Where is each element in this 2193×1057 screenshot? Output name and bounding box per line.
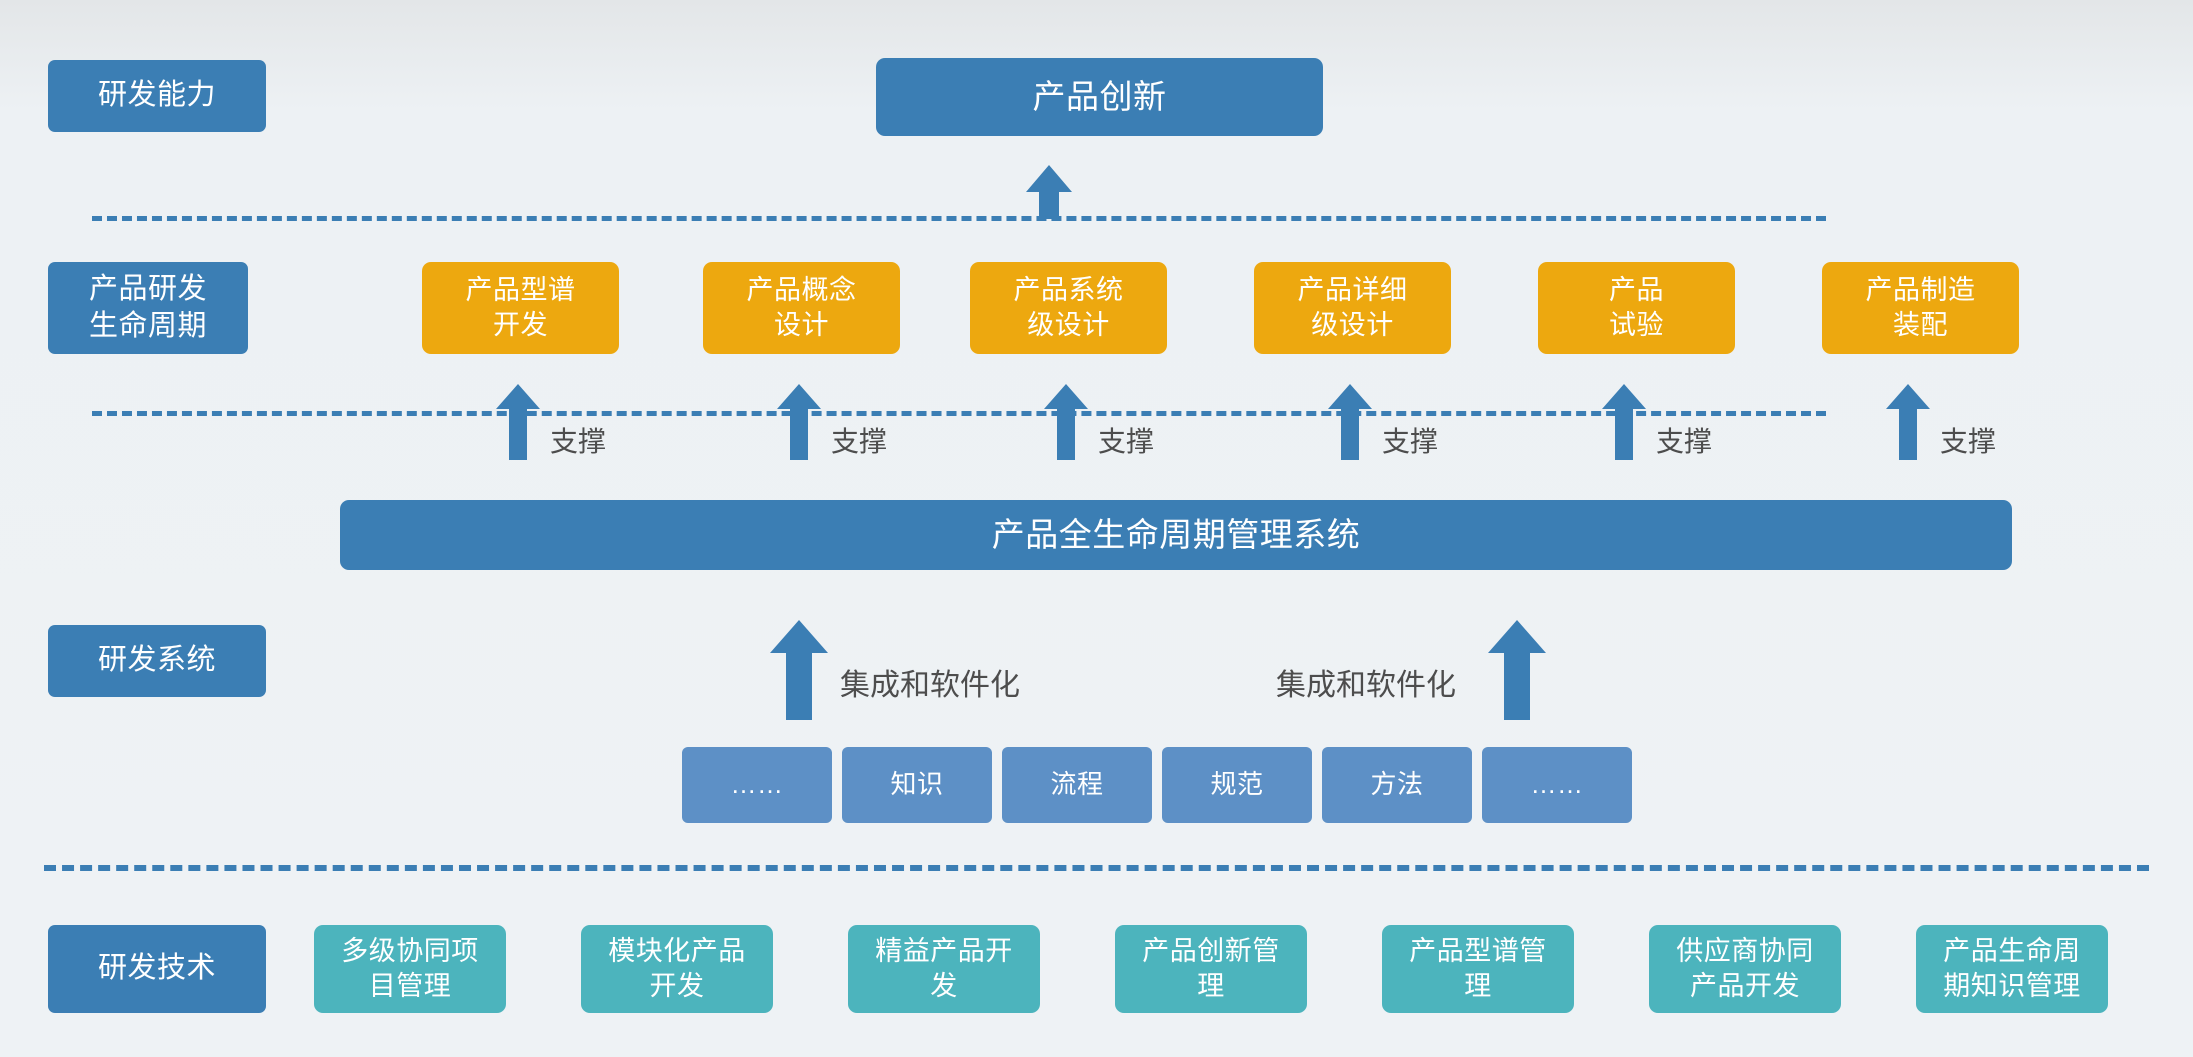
phase-box-2: 产品概念 设计: [703, 262, 900, 354]
technology-box-6: 供应商协同 产品开发: [1649, 925, 1841, 1013]
asset-box-4: 规范: [1162, 747, 1312, 823]
technology-box-1: 多级协同项 目管理: [314, 925, 506, 1013]
asset-box-1: ……: [682, 747, 832, 823]
technology-box-3: 精益产品开 发: [848, 925, 1040, 1013]
support-arrow-4: [1328, 384, 1372, 460]
arrow-up-to-innovation: [1026, 165, 1072, 219]
support-caption-6: 支撑: [1940, 426, 1997, 457]
support-arrow-2: [777, 384, 821, 460]
divider-line-bottom: [44, 865, 2149, 871]
support-caption-3: 支撑: [1098, 426, 1155, 457]
asset-box-3: 流程: [1002, 747, 1152, 823]
asset-box-2: 知识: [842, 747, 992, 823]
technology-box-4: 产品创新管 理: [1115, 925, 1307, 1013]
technology-box-7: 产品生命周 期知识管理: [1916, 925, 2108, 1013]
support-caption-4: 支撑: [1382, 426, 1439, 457]
phase-box-5: 产品 试验: [1538, 262, 1735, 354]
phase-box-3: 产品系统 级设计: [970, 262, 1167, 354]
row-label-system: 研发系统: [48, 625, 266, 697]
technology-box-2: 模块化产品 开发: [581, 925, 773, 1013]
support-caption-2: 支撑: [831, 426, 888, 457]
support-arrow-1: [496, 384, 540, 460]
phase-box-6: 产品制造 装配: [1822, 262, 2019, 354]
support-caption-5: 支撑: [1656, 426, 1713, 457]
support-arrow-3: [1044, 384, 1088, 460]
technology-box-5: 产品型谱管 理: [1382, 925, 1574, 1013]
top-banner-product-innovation: 产品创新: [876, 58, 1323, 136]
support-arrow-6: [1886, 384, 1930, 460]
divider-line-middle: [92, 411, 1826, 416]
asset-box-5: 方法: [1322, 747, 1472, 823]
asset-box-6: ……: [1482, 747, 1632, 823]
row-label-capability: 研发能力: [48, 60, 266, 132]
phase-box-1: 产品型谱 开发: [422, 262, 619, 354]
integration-arrow-left: [770, 620, 828, 720]
plm-system-bar: 产品全生命周期管理系统: [340, 500, 2012, 570]
support-caption-1: 支撑: [550, 426, 607, 457]
integration-arrow-right: [1488, 620, 1546, 720]
integration-caption-right: 集成和软件化: [1276, 669, 1456, 702]
divider-line-top: [92, 216, 1826, 221]
integration-caption-left: 集成和软件化: [840, 669, 1020, 702]
row-label-technology: 研发技术: [48, 925, 266, 1013]
support-arrow-5: [1602, 384, 1646, 460]
phase-box-4: 产品详细 级设计: [1254, 262, 1451, 354]
row-label-lifecycle: 产品研发 生命周期: [48, 262, 248, 354]
